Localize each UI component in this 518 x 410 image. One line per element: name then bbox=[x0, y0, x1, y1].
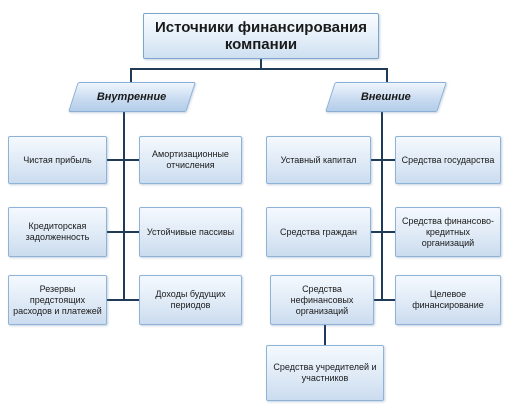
node-reserves-label: Резервы предстоящих расходов и платежей bbox=[13, 283, 102, 316]
category-internal: Внутренние bbox=[68, 82, 196, 112]
node-nonfinancial-org-funds-label: Средства нефинансовых организаций bbox=[290, 283, 354, 316]
node-targeted-financing-label: Целевое финансирование bbox=[412, 289, 484, 310]
node-net-profit-label: Чистая прибыль bbox=[23, 154, 92, 165]
node-founders-funds-label: Средства учредителей и участников bbox=[273, 362, 377, 383]
node-depreciation-label: Амортизационные отчисления bbox=[152, 149, 229, 170]
node-founders-funds: Средства учредителей и участников bbox=[266, 345, 384, 401]
node-deferred-income: Доходы будущих периодов bbox=[139, 275, 242, 325]
node-state-funds: Средства государства bbox=[395, 136, 501, 184]
node-targeted-financing: Целевое финансирование bbox=[395, 275, 501, 325]
node-authorized-capital: Уставный капитал bbox=[266, 136, 371, 184]
diagram-title: Источники финансирования компании bbox=[143, 13, 379, 59]
node-payables: Кредиторская задолженность bbox=[8, 207, 107, 257]
category-external: Внешние bbox=[325, 82, 447, 112]
node-payables-label: Кредиторская задолженность bbox=[25, 221, 90, 242]
node-authorized-capital-label: Уставный капитал bbox=[280, 154, 357, 165]
node-deferred-income-label: Доходы будущих периодов bbox=[155, 289, 226, 310]
node-depreciation: Амортизационные отчисления bbox=[139, 136, 242, 184]
node-nonfinancial-org-funds: Средства нефинансовых организаций bbox=[270, 275, 374, 325]
node-financial-org-funds: Средства финансово-кредитных организаций bbox=[395, 207, 501, 257]
node-reserves: Резервы предстоящих расходов и платежей bbox=[8, 275, 107, 325]
node-stable-liabilities-label: Устойчивые пассивы bbox=[146, 226, 235, 237]
node-stable-liabilities: Устойчивые пассивы bbox=[139, 207, 242, 257]
node-net-profit: Чистая прибыль bbox=[8, 136, 107, 184]
node-citizens-funds: Средства граждан bbox=[266, 207, 371, 257]
node-financial-org-funds-label: Средства финансово-кредитных организаций bbox=[401, 215, 495, 248]
node-state-funds-label: Средства государства bbox=[401, 154, 495, 165]
category-external-label: Внешние bbox=[361, 90, 411, 103]
category-internal-label: Внутренние bbox=[97, 90, 167, 103]
node-citizens-funds-label: Средства граждан bbox=[280, 226, 357, 237]
diagram-title-text: Источники финансирования компании bbox=[154, 19, 368, 53]
